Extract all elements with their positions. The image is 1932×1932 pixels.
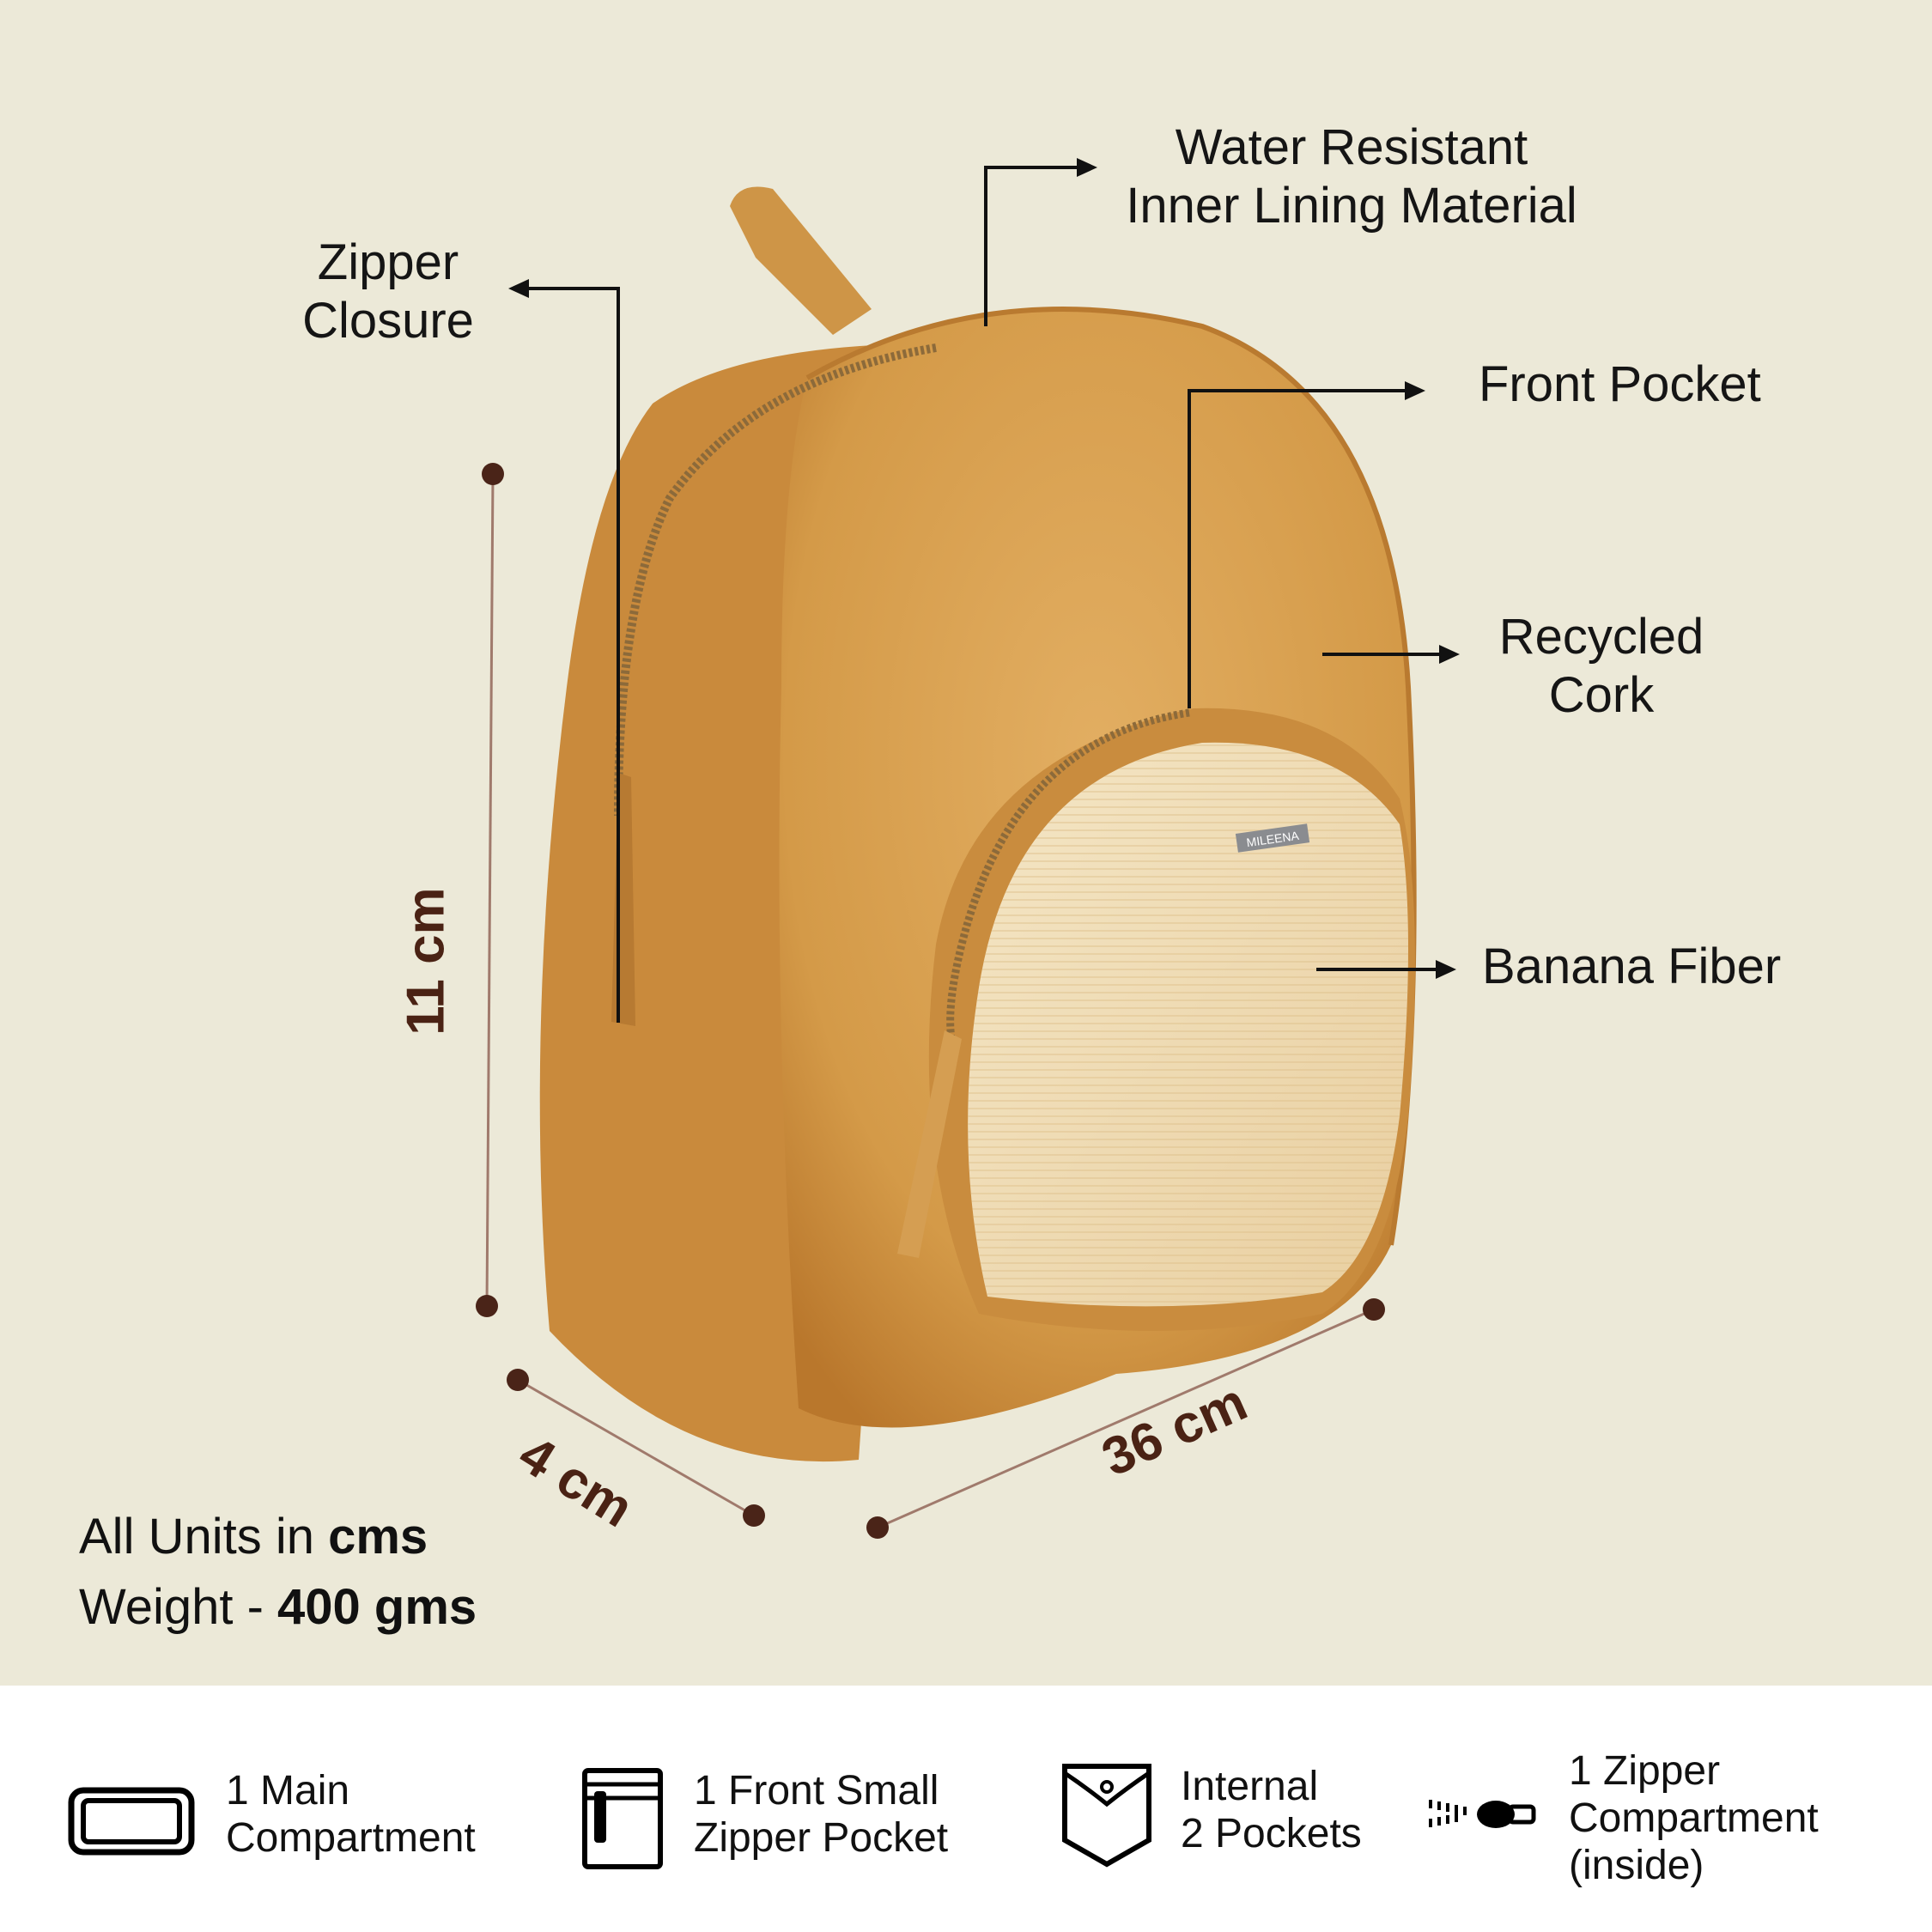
brand-tag bbox=[1235, 823, 1310, 853]
weight-prefix: Weight - bbox=[79, 1579, 278, 1635]
banana-fiber-label: Banana Fiber bbox=[1482, 939, 1782, 994]
feature-line: Compartment bbox=[1569, 1795, 1819, 1841]
label-line: Inner Lining Material bbox=[1126, 178, 1577, 234]
feature-line: 1 Main bbox=[226, 1768, 350, 1814]
features-strip: 1 Main Compartment 1 Front Small Zipper … bbox=[0, 1686, 1932, 1932]
feature-line: Zipper Pocket bbox=[694, 1815, 949, 1861]
zipper-callout-line bbox=[526, 287, 620, 1023]
feature-inside-zipper-compartment: 1 Zipper Compartment (inside) bbox=[1569, 1747, 1819, 1889]
label-line: Zipper bbox=[317, 234, 459, 290]
units-value: cms bbox=[328, 1509, 428, 1564]
feature-line: 1 Front Small bbox=[694, 1768, 939, 1814]
width-line bbox=[877, 1308, 1375, 1529]
feature-line: 1 Zipper bbox=[1569, 1748, 1721, 1794]
water-callout-line bbox=[984, 166, 1080, 326]
units-note: All Units in cms bbox=[79, 1508, 428, 1565]
zipper-closure-label: Zipper Closure bbox=[258, 234, 519, 350]
recycled-cork-label: Recycled Cork bbox=[1473, 608, 1730, 725]
weight-value: 400 gms bbox=[277, 1579, 477, 1635]
depth-line bbox=[517, 1378, 755, 1517]
main-compartment-icon bbox=[68, 1787, 195, 1856]
label-line: Closure bbox=[302, 293, 474, 349]
feature-line: 2 Pockets bbox=[1181, 1811, 1362, 1856]
label-line: Recycled bbox=[1498, 609, 1704, 665]
front-pocket-callout-line bbox=[1188, 389, 1408, 708]
height-dimension: 11 cm bbox=[396, 887, 456, 1036]
feature-line: Internal bbox=[1181, 1764, 1319, 1809]
feature-line: (inside) bbox=[1569, 1843, 1704, 1888]
main-zipper bbox=[614, 343, 937, 817]
label-line: Cork bbox=[1548, 667, 1655, 723]
water-resistant-label: Water Resistant Inner Lining Material bbox=[1094, 118, 1609, 235]
feature-line: Compartment bbox=[226, 1815, 476, 1861]
top-handle bbox=[730, 186, 872, 335]
label-line: Water Resistant bbox=[1175, 119, 1528, 175]
zipper-icon bbox=[1429, 1800, 1536, 1828]
weight-note: Weight - 400 gms bbox=[79, 1578, 477, 1636]
pocket-zipper bbox=[946, 708, 1190, 1049]
pocket-icon bbox=[1062, 1764, 1151, 1868]
front-pocket-label: Front Pocket bbox=[1479, 356, 1761, 412]
backpack-illustration: MILEENA bbox=[476, 158, 1460, 1539]
feature-main-compartment: 1 Main Compartment bbox=[226, 1767, 476, 1862]
zipper-pocket-icon bbox=[582, 1768, 663, 1869]
feature-front-zipper-pocket: 1 Front Small Zipper Pocket bbox=[694, 1767, 948, 1862]
height-line bbox=[485, 473, 495, 1307]
units-prefix: All Units in bbox=[79, 1509, 329, 1564]
feature-internal-pockets: Internal 2 Pockets bbox=[1181, 1763, 1362, 1857]
